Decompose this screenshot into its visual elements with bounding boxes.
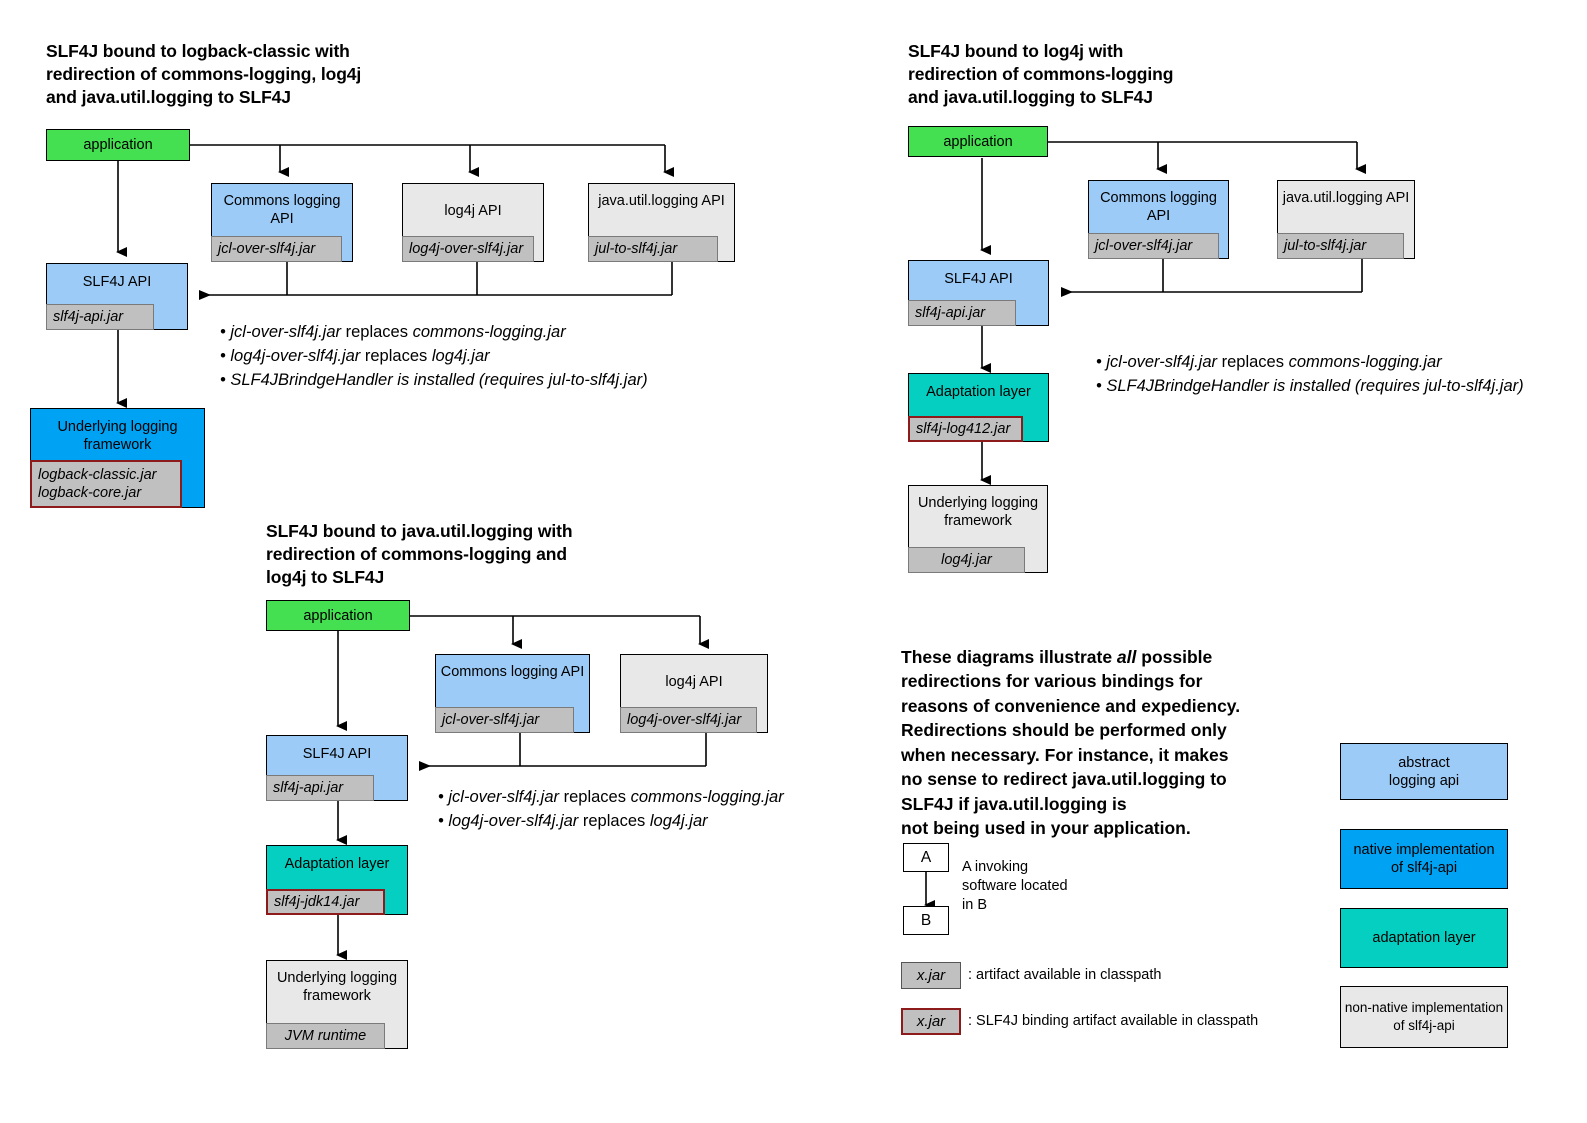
bullets-log4j: • jcl-over-slf4j.jar replaces commons-lo… (1096, 350, 1524, 398)
legend-jar-binding-caption: : SLF4J binding artifact available in cl… (968, 1013, 1259, 1029)
node-commons-logging-api-logback: Commons logging API jcl-over-slf4j.jar (211, 183, 353, 262)
node-label: SLF4J API (944, 271, 1013, 287)
bullet-item: • jcl-over-slf4j.jar replaces commons-lo… (220, 323, 566, 341)
node-label: Underlying logging framework (276, 970, 398, 1004)
explanatory-note: These diagrams illustrate all possible r… (901, 620, 1331, 841)
legend-swatch-adaptation-layer: adaptation layer (1340, 908, 1508, 968)
node-label: Commons logging API (440, 664, 585, 680)
node-label: java.util.logging API (1282, 190, 1410, 206)
note-emphasis: all (1116, 646, 1137, 667)
jar-badge: jcl-over-slf4j.jar (435, 707, 574, 733)
jar-badge: jcl-over-slf4j.jar (211, 236, 342, 262)
node-slf4j-api-jul: SLF4J API slf4j-api.jar (266, 735, 408, 801)
bullets-logback: • jcl-over-slf4j.jar replaces commons-lo… (220, 320, 648, 392)
node-label: Adaptation layer (284, 856, 390, 872)
legend-swatch-label: native implementation of slf4j-api (1353, 842, 1495, 876)
bullet-item: • log4j-over-slf4j.jar replaces log4j.ja… (438, 812, 708, 830)
node-label: application (303, 608, 373, 624)
note-line2: possible redirections for various bindin… (901, 646, 1241, 839)
jar-badge-binding: logback-classic.jar logback-core.jar (30, 460, 182, 508)
jar-badge: log4j-over-slf4j.jar (402, 236, 534, 262)
node-jul-api-log4j: java.util.logging API jul-to-slf4j.jar (1277, 180, 1415, 259)
node-label: SLF4J API (302, 746, 372, 762)
bullet-item: • SLF4JBrindgeHandler is installed (requ… (220, 371, 648, 389)
bullets-jul: • jcl-over-slf4j.jar replaces commons-lo… (438, 785, 784, 833)
bullet-item: • jcl-over-slf4j.jar replaces commons-lo… (1096, 353, 1442, 371)
bullet-item: • jcl-over-slf4j.jar replaces commons-lo… (438, 788, 784, 806)
jar-badge: log4j.jar (908, 547, 1025, 573)
legend-swatch-abstract-logging-api: abstract logging api (1340, 743, 1508, 800)
node-label: java.util.logging API (598, 193, 725, 209)
node-label: SLF4J API (82, 274, 152, 290)
node-underlying-framework-jul: Underlying logging framework JVM runtime (266, 960, 408, 1049)
jar-badge: JVM runtime (266, 1023, 385, 1049)
node-adaptation-layer-log4j: Adaptation layer slf4j-log412.jar (908, 373, 1049, 442)
jar-badge-binding: slf4j-jdk14.jar (266, 889, 385, 915)
node-label: Underlying logging framework (917, 495, 1039, 529)
node-label: Adaptation layer (926, 384, 1031, 400)
node-slf4j-api-logback: SLF4J API slf4j-api.jar (46, 263, 188, 330)
legend-invoke-caption: A invoking software located in B (962, 859, 1068, 913)
node-label: Underlying logging framework (57, 419, 178, 453)
legend-swatch-label: abstract logging api (1388, 754, 1460, 789)
jar-badge: slf4j-api.jar (908, 300, 1016, 326)
node-label: log4j API (665, 674, 723, 690)
node-label: Commons logging API (223, 193, 341, 227)
diagram-title-logback: SLF4J bound to logback-classic with redi… (46, 41, 362, 107)
node-jul-api-logback: java.util.logging API jul-to-slf4j.jar (588, 183, 735, 262)
node-application-logback: application (46, 129, 190, 161)
jar-badge: slf4j-api.jar (46, 304, 154, 330)
jar-badge: slf4j-api.jar (266, 775, 374, 801)
node-commons-logging-api-jul: Commons logging API jcl-over-slf4j.jar (435, 654, 590, 733)
jar-badge: jul-to-slf4j.jar (1277, 233, 1404, 259)
bullet-item: • log4j-over-slf4j.jar replaces log4j.ja… (220, 347, 490, 365)
diagram-title-log4j: SLF4J bound to log4j with redirection of… (908, 41, 1174, 107)
node-label: application (943, 134, 1013, 150)
node-label: Commons logging API (1100, 190, 1217, 224)
legend-swatch-label: non-native implementation of slf4j-api (1344, 1000, 1504, 1033)
node-log4j-api-jul: log4j API log4j-over-slf4j.jar (620, 654, 768, 733)
jar-badge-binding: slf4j-log412.jar (908, 416, 1023, 442)
legend-swatch-non-native-implementation: non-native implementation of slf4j-api (1340, 986, 1508, 1048)
legend-swatch-label: adaptation layer (1372, 930, 1476, 946)
legend-jar-plain-caption: : artifact available in classpath (968, 967, 1162, 983)
note-line1: These diagrams illustrate (901, 646, 1117, 667)
bullet-item: • SLF4JBrindgeHandler is installed (requ… (1096, 377, 1524, 395)
node-underlying-framework-log4j: Underlying logging framework log4j.jar (908, 485, 1048, 573)
legend-jar-binding: x.jar (901, 1008, 961, 1035)
jar-badge: jcl-over-slf4j.jar (1088, 233, 1219, 259)
node-label: log4j API (444, 203, 502, 219)
legend-swatch-native-implementation: native implementation of slf4j-api (1340, 829, 1508, 889)
legend-jar-plain: x.jar (901, 962, 961, 989)
node-adaptation-layer-jul: Adaptation layer slf4j-jdk14.jar (266, 845, 408, 915)
node-underlying-framework-logback: Underlying logging framework logback-cla… (30, 408, 205, 508)
jar-badge: log4j-over-slf4j.jar (620, 707, 757, 733)
node-application-jul: application (266, 600, 410, 631)
legend-box-b: B (903, 906, 949, 935)
node-label: application (83, 137, 153, 153)
node-slf4j-api-log4j: SLF4J API slf4j-api.jar (908, 260, 1049, 326)
node-commons-logging-api-log4j: Commons logging API jcl-over-slf4j.jar (1088, 180, 1229, 259)
diagram-title-jul: SLF4J bound to java.util.logging with re… (266, 521, 573, 587)
node-log4j-api-logback: log4j API log4j-over-slf4j.jar (402, 183, 544, 262)
jar-badge: jul-to-slf4j.jar (588, 236, 718, 262)
legend-box-a: A (903, 843, 949, 872)
node-application-log4j: application (908, 126, 1048, 157)
